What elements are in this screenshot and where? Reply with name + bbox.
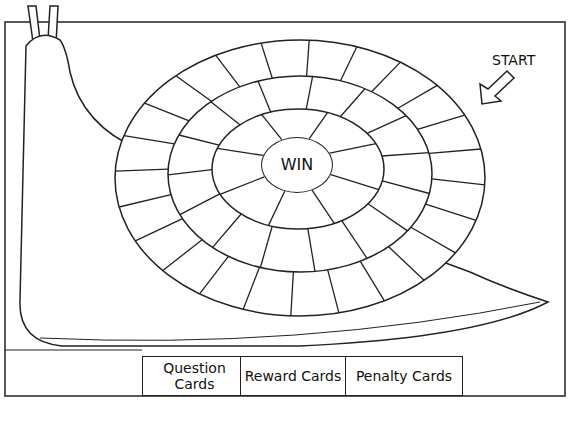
snail-body bbox=[20, 35, 548, 346]
card-label: Reward Cards bbox=[245, 368, 342, 384]
board-space-divider bbox=[341, 47, 357, 81]
board-space-divider bbox=[220, 177, 264, 195]
board-space-divider bbox=[331, 175, 379, 190]
board-space-divider bbox=[328, 270, 339, 313]
board-space-divider bbox=[163, 240, 202, 271]
board-space-divider bbox=[342, 221, 367, 259]
board-space-divider bbox=[389, 247, 425, 281]
board-space-divider bbox=[262, 115, 282, 140]
board-space-divider bbox=[176, 76, 212, 102]
card-label: Question Cards bbox=[143, 360, 246, 392]
board-space-divider bbox=[360, 261, 384, 301]
board-space-divider bbox=[216, 55, 240, 87]
board-space-divider bbox=[179, 135, 219, 145]
start-arrow bbox=[480, 71, 514, 104]
board-space-divider bbox=[367, 116, 406, 134]
board-space-divider bbox=[429, 149, 481, 153]
card-pile-box: Penalty Cards bbox=[345, 356, 463, 396]
win-circle: WIN bbox=[261, 137, 333, 193]
shell-ring bbox=[168, 76, 432, 272]
board-space-divider bbox=[372, 62, 401, 92]
board-space-divider bbox=[368, 204, 408, 231]
snail-shell bbox=[115, 40, 485, 316]
board-space-divider bbox=[382, 153, 429, 156]
board-space-divider bbox=[243, 267, 259, 309]
board-space-divider bbox=[340, 89, 365, 117]
board-space-divider bbox=[312, 190, 334, 223]
board-space-divider bbox=[200, 256, 229, 294]
board-space-divider bbox=[258, 81, 271, 112]
board-space-divider bbox=[432, 179, 485, 185]
board-space-divider bbox=[124, 136, 174, 144]
card-pile-box: Reward Cards bbox=[240, 356, 346, 396]
ledge-line bbox=[5, 349, 142, 350]
board-space-divider bbox=[291, 272, 294, 316]
board-space-divider bbox=[309, 113, 327, 139]
board-space-divider bbox=[382, 181, 429, 194]
shell-ring bbox=[115, 40, 485, 316]
board-space-divider bbox=[306, 76, 312, 109]
board-space-divider bbox=[307, 40, 310, 76]
board-space-divider bbox=[115, 169, 168, 171]
board-space-divider bbox=[418, 115, 465, 129]
board-space-divider bbox=[145, 103, 190, 121]
card-pile-box: Question Cards bbox=[142, 356, 247, 396]
board-space-divider bbox=[119, 195, 171, 207]
start-label: START bbox=[492, 52, 535, 68]
board-space-divider bbox=[213, 214, 242, 247]
board-space-divider bbox=[260, 226, 272, 267]
win-label: WIN bbox=[281, 156, 314, 174]
board-space-divider bbox=[211, 102, 240, 125]
board-space-divider bbox=[398, 85, 437, 108]
board-space-divider bbox=[330, 144, 376, 154]
board-space-divider bbox=[411, 227, 456, 253]
board-space-divider bbox=[168, 170, 212, 175]
card-label: Penalty Cards bbox=[356, 368, 452, 384]
board-space-divider bbox=[135, 219, 182, 241]
board-frame bbox=[5, 22, 565, 396]
board-space-divider bbox=[261, 43, 272, 78]
shell-ring bbox=[212, 109, 384, 229]
board-space-divider bbox=[308, 229, 315, 272]
board-space-divider bbox=[217, 148, 263, 155]
board-space-divider bbox=[426, 204, 477, 220]
board-space-divider bbox=[269, 191, 285, 225]
board-space-divider bbox=[180, 194, 220, 215]
